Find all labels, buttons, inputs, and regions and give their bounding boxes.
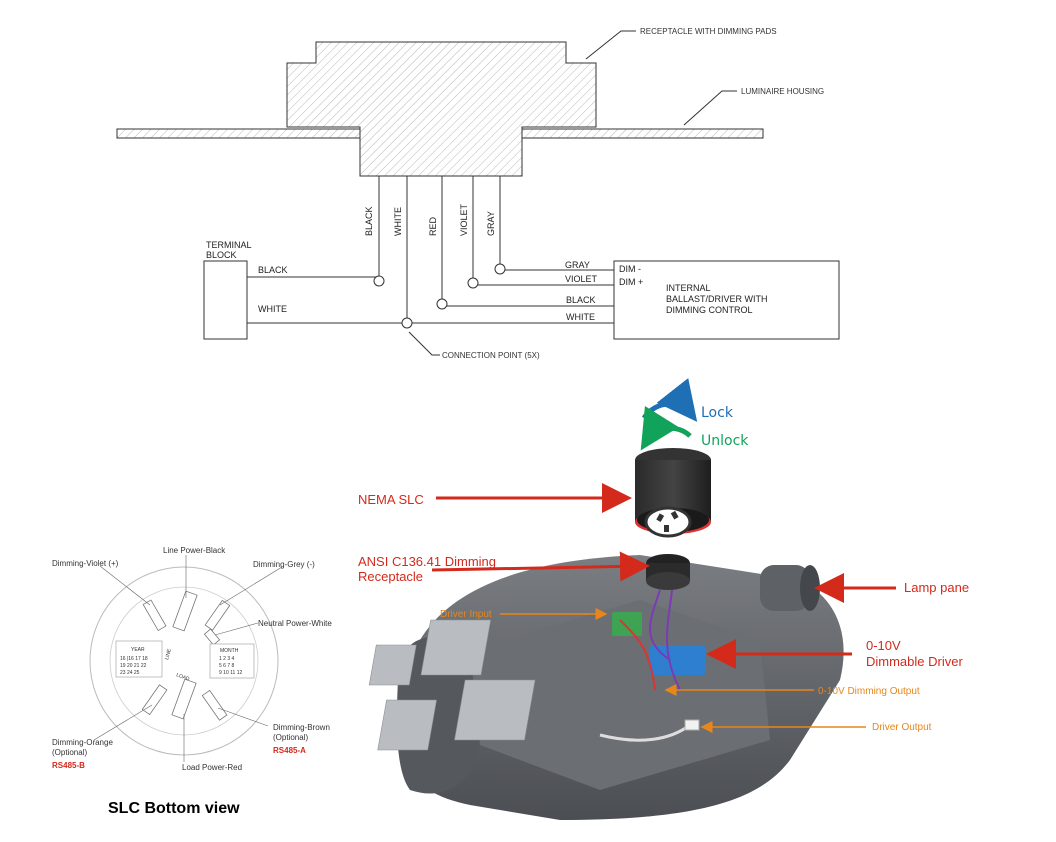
housing-leader: [683, 90, 737, 126]
driver-box-label-2: BALLAST/DRIVER WITH: [666, 294, 768, 304]
dimming-output-label: 0-10V Dimming Output: [818, 686, 920, 697]
connection-label: CONNECTION POINT (5X): [442, 351, 540, 360]
pin-label-dimming-brown-2: (Optional): [273, 733, 308, 742]
housing-label: LUMINAIRE HOUSING: [741, 87, 824, 96]
wire-label-black: BLACK: [364, 206, 374, 236]
ansi-arrow: [431, 551, 650, 582]
pin-label-dimming-orange-1: Dimming-Orange: [52, 738, 113, 747]
driver-wire-gray-label: GRAY: [565, 260, 590, 270]
slc-bottom-view: YEAR 16 |16 17 18 19 20 21 22 23 24 25 M…: [52, 546, 332, 817]
lamp-pane-part: [760, 565, 820, 611]
year-row-2: 19 20 21 22: [120, 663, 147, 669]
year-row-1: 16 |16 17 18: [120, 656, 148, 662]
terminal-block-label-2: BLOCK: [206, 250, 237, 260]
lock-label: Lock: [701, 405, 734, 421]
pin-label-load-red: Load Power-Red: [182, 763, 242, 772]
slc-title: SLC Bottom view: [108, 800, 240, 817]
wire-label-red: RED: [428, 216, 438, 236]
line-text: LINE: [164, 648, 173, 661]
driver-box-label-1: INTERNAL: [666, 283, 711, 293]
month-row-3: 9 10 11 12: [219, 670, 242, 676]
connection-point-4: [467, 277, 479, 289]
unlock-label: Unlock: [701, 433, 749, 449]
pin-neutral-white: [203, 628, 221, 646]
month-row-1: 1 2 3 4: [219, 656, 235, 662]
connection-point-1: [373, 275, 385, 287]
leader-dimming-violet: [99, 565, 151, 606]
pin-label-dimming-grey: Dimming-Grey (-): [253, 560, 315, 569]
driver-wire-violet-label: VIOLET: [565, 274, 598, 284]
wiring-schematic: RECEPTACLE WITH DIMMING PADS LUMINAIRE H…: [116, 27, 840, 360]
pin-dimming-violet: [142, 599, 167, 632]
dimmable-driver-label-1: 0-10V: [866, 638, 901, 653]
lock-arrow-icon: [641, 378, 698, 422]
housing-plate-right: [521, 128, 764, 139]
month-head: MONTH: [220, 648, 239, 654]
receptacle-body: [286, 41, 597, 177]
pin-label-rs485b: RS485-B: [52, 761, 85, 770]
ansi-label-1: ANSI C136.41 Dimming: [358, 554, 496, 569]
year-row-3: 23 24 25: [120, 670, 140, 676]
pin-label-line-black: Line Power-Black: [163, 546, 226, 555]
fixture-illustration: Lock Unlock: [358, 378, 969, 820]
pin-line-black: [172, 590, 198, 632]
terminal-wire-white-label: WHITE: [258, 304, 287, 314]
connection-point-3: [436, 298, 448, 310]
lamp-pane-label: Lamp pane: [904, 580, 969, 595]
pin-label-rs485a: RS485-A: [273, 746, 306, 755]
month-grid: [209, 643, 255, 679]
nema-slc-label: NEMA SLC: [358, 492, 424, 507]
driver-wire-white-label: WHITE: [566, 312, 595, 322]
dim-minus-label: DIM -: [619, 264, 641, 274]
leader-dimming-grey: [219, 566, 283, 606]
year-grid: [115, 640, 163, 678]
wire-label-gray: GRAY: [486, 211, 496, 236]
driver-wire-black-label: BLACK: [566, 295, 596, 305]
connection-point-2: [401, 317, 413, 329]
wire-label-violet: VIOLET: [459, 203, 469, 236]
driver-module: [650, 645, 706, 675]
pin-dimming-grey: [204, 599, 231, 631]
terminal-block: [203, 260, 248, 340]
leader-neutral-white: [214, 622, 259, 636]
pin-label-dimming-brown-1: Dimming-Brown: [273, 723, 330, 732]
receptacle-leader: [585, 30, 636, 60]
terminal-wire-black-label: BLACK: [258, 265, 288, 275]
pin-load-red: [171, 678, 197, 720]
housing-plate-left: [116, 128, 361, 139]
receptacle-label: RECEPTACLE WITH DIMMING PADS: [640, 27, 777, 36]
unlock-arrow-icon: [640, 405, 692, 451]
dimmable-driver-label-2: Dimmable Driver: [866, 654, 963, 669]
connection-point-5: [494, 263, 506, 275]
leader-dimming-orange: [93, 704, 153, 741]
leader-dimming-brown: [217, 707, 269, 727]
driver-input-module: [612, 612, 642, 636]
pin-label-neutral-white: Neutral Power-White: [258, 619, 332, 628]
year-head: YEAR: [131, 647, 145, 653]
pin-dimming-brown: [201, 689, 228, 721]
nema-slc-device: [635, 448, 711, 538]
driver-box: [613, 260, 840, 340]
terminal-block-label-1: TERMINAL: [206, 240, 252, 250]
driver-output-label: Driver Output: [872, 722, 932, 733]
ansi-label-2: Receptacle: [358, 569, 423, 584]
load-text: LOAD: [175, 672, 190, 682]
dim-plus-label: DIM +: [619, 277, 643, 287]
month-row-2: 5 6 7 8: [219, 663, 235, 669]
connection-leader: [408, 331, 440, 356]
pin-label-dimming-orange-2: (Optional): [52, 748, 87, 757]
wire-label-white: WHITE: [393, 207, 403, 236]
luminaire-body: [368, 554, 844, 820]
driver-box-label-3: DIMMING CONTROL: [666, 305, 753, 315]
pin-label-dimming-violet: Dimming-Violet (+): [52, 559, 119, 568]
driver-input-label: Driver Input: [440, 609, 492, 620]
